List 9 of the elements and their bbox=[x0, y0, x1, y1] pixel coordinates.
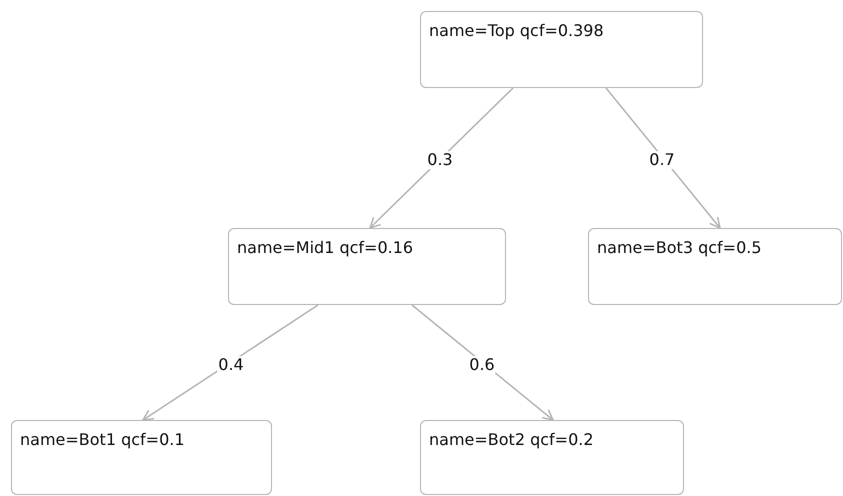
edge-label: 0.7 bbox=[648, 151, 676, 169]
node-box: name=Mid1 qcf=0.16 bbox=[228, 228, 506, 305]
edge-label: 0.6 bbox=[468, 356, 496, 374]
edge-label: 0.3 bbox=[426, 151, 454, 169]
node-box: name=Bot3 qcf=0.5 bbox=[588, 228, 842, 305]
node-box: name=Top qcf=0.398 bbox=[420, 11, 703, 88]
node-box: name=Bot2 qcf=0.2 bbox=[420, 420, 684, 495]
node-box: name=Bot1 qcf=0.1 bbox=[11, 420, 272, 495]
edge-label: 0.4 bbox=[217, 356, 245, 374]
